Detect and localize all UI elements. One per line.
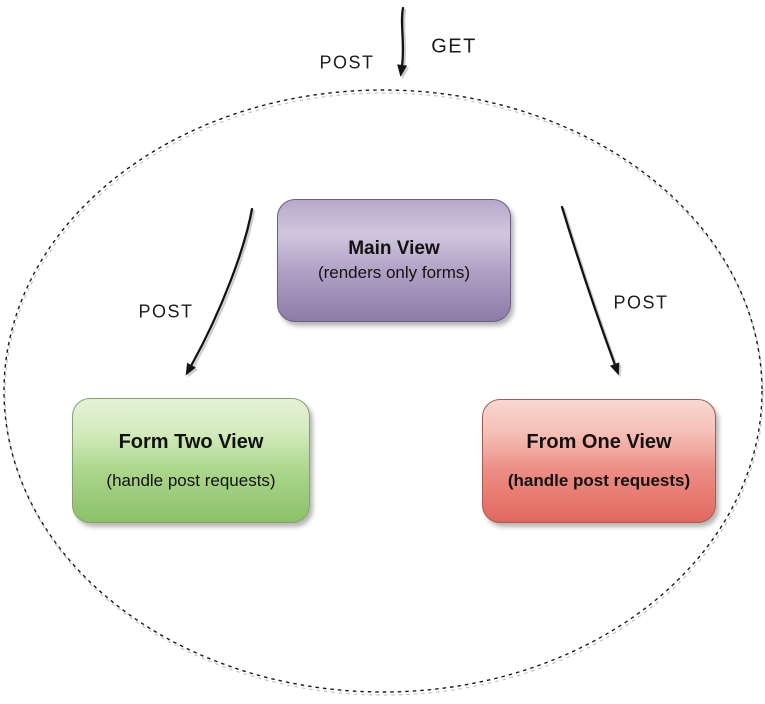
get-post-arrow [397,6,408,77]
form-two-view-node: Form Two View (handle post requests) [72,398,310,523]
main-view-node: Main View (renders only forms) [277,199,511,322]
right-post-label: POST [613,292,669,313]
main-view-subtitle: (renders only forms) [317,263,471,282]
post-arrow-left [185,207,254,376]
from-one-view-title: From One View [526,431,672,453]
form-two-view-title: Form Two View [118,430,264,453]
left-post-label: POST [138,301,194,322]
post-arrow-right [560,205,620,376]
boundary-ellipse-shadow [4,92,764,696]
from-one-view-node: From One View (handle post requests) [482,399,716,523]
top-post-label: POST [319,52,375,73]
main-view-title: Main View [348,238,440,259]
boundary-ellipse [3,89,763,693]
top-get-label: GET [431,35,477,58]
form-two-view-subtitle: (handle post requests) [106,470,276,490]
from-one-view-subtitle: (handle post requests) [507,471,691,490]
